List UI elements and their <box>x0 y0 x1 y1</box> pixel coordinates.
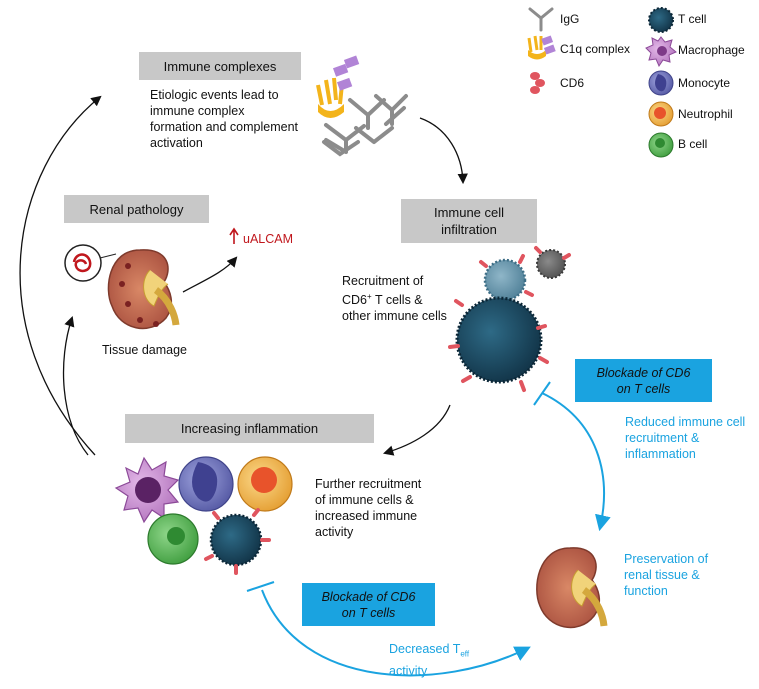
igg-icon <box>528 7 554 32</box>
recruitment-sup: + <box>367 292 372 301</box>
legend-c1q-label: C1q complex <box>560 42 631 56</box>
blockade-cd6-right-label: Blockade of CD6 on T cells <box>596 365 691 396</box>
recruitment-tcells: T cells & <box>374 293 423 308</box>
macrophage-legend-icon <box>645 36 677 68</box>
blockade-cd6-bottom-box: Blockade of CD6 on T cells <box>302 583 435 626</box>
ualcam-text: uALCAM <box>243 232 294 246</box>
glomerulus-inset <box>64 244 117 282</box>
decreased-line1: Decreased T <box>389 642 461 656</box>
legend-bcell-label: B cell <box>678 137 708 151</box>
blockade-cd6-right-box: Blockade of CD6 on T cells <box>575 359 712 402</box>
monocyte-cell <box>178 456 234 512</box>
immune-cell-infiltration-box: Immune cell infiltration <box>401 199 537 243</box>
c1q-illustration <box>316 55 360 118</box>
bcell-legend-icon <box>648 132 674 158</box>
immune-cell-infiltration-label: Immune cell infiltration <box>433 205 505 237</box>
immune-complexes-label: Immune complexes <box>163 58 277 74</box>
cell-gray <box>534 246 571 279</box>
renal-pathology-label: Renal pathology <box>89 201 184 217</box>
tcell-light-blue <box>479 254 534 302</box>
arrow-to-infiltration <box>419 117 468 185</box>
recruitment-line1: Recruitment of <box>342 274 424 288</box>
arrow-to-kidney <box>62 316 89 456</box>
legend-macrophage-label: Macrophage <box>678 43 745 57</box>
cd6-icon <box>530 72 545 94</box>
reduced-recruitment-text: Reduced immune cell recruitment & inflam… <box>625 415 746 461</box>
arrow-to-inflammation <box>383 404 451 456</box>
inhibit-right-curve <box>541 392 611 532</box>
neutrophil-legend-icon <box>648 101 674 127</box>
immune-complexes-box: Immune complexes <box>139 52 301 80</box>
increasing-inflammation-box: Increasing inflammation <box>125 414 374 443</box>
tcell-cell <box>204 508 271 575</box>
inhibit-right-bar <box>533 381 551 406</box>
immune-complex-illustration <box>322 94 408 157</box>
blockade-cd6-bottom-label: Blockade of CD6 on T cells <box>321 589 416 620</box>
etiologic-events-text: Etiologic events lead to immune complex … <box>150 88 298 150</box>
tcell-large <box>448 296 549 392</box>
increasing-inflammation-label: Increasing inflammation <box>180 421 319 436</box>
arrow-outer-left <box>19 95 102 456</box>
inhibit-bottom-bar <box>246 581 275 592</box>
legend-neutrophil-label: Neutrophil <box>678 107 733 121</box>
decreased-line2: activity <box>389 663 428 678</box>
inhibit-bottom-curve <box>261 589 531 677</box>
macrophage-cell <box>114 456 180 524</box>
legend-monocyte-label: Monocyte <box>678 76 731 90</box>
recruitment-text: Recruitment of CD6+ T cells & other immu… <box>342 273 472 324</box>
further-recruitment-text: Further recruitment of immune cells & in… <box>315 477 422 539</box>
recruitment-line3: other immune cells <box>342 309 447 324</box>
legend-tcell-label: T cell <box>678 12 707 26</box>
legend-cd6-label: CD6 <box>560 76 585 90</box>
renal-pathology-box: Renal pathology <box>64 195 209 223</box>
recruitment-cd6: CD6 <box>342 293 368 308</box>
tcell-legend-icon <box>648 7 674 33</box>
kidney-damaged <box>107 249 180 330</box>
legend-igg-label: IgG <box>560 12 580 26</box>
preservation-text: Preservation of renal tissue & function <box>624 552 709 598</box>
monocyte-legend-icon <box>648 70 674 96</box>
tissue-damage-text: Tissue damage <box>102 343 187 357</box>
kidney-preserved <box>536 547 608 629</box>
decreased-teff-text: Decreased Teff activity <box>389 641 499 679</box>
bcell-cell <box>147 513 199 565</box>
decreased-sub: eff <box>460 649 470 659</box>
arrow-to-ualcam <box>182 256 238 293</box>
neutrophil-cell <box>237 456 293 512</box>
uptick-arrow <box>229 227 239 244</box>
c1q-legend-icon <box>527 35 556 60</box>
